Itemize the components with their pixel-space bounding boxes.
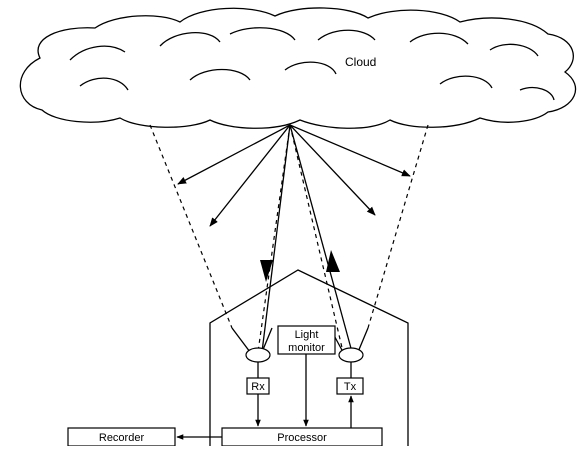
receive-arrowhead bbox=[260, 260, 273, 282]
receive-beam bbox=[260, 124, 291, 353]
processor-box: Processor bbox=[221, 427, 383, 447]
field-of-view-lines bbox=[149, 124, 429, 353]
recorder-box: Recorder bbox=[67, 427, 222, 447]
rx-label: Rx bbox=[251, 381, 265, 393]
recorder-label: Recorder bbox=[99, 432, 145, 444]
signal-connectors bbox=[255, 354, 354, 428]
light-monitor-label-line2: monitor bbox=[288, 342, 325, 354]
transmit-beam bbox=[289, 124, 353, 353]
tx-label: Tx bbox=[344, 381, 357, 393]
tx-box: Tx bbox=[336, 377, 364, 395]
rx-telescope bbox=[231, 327, 273, 378]
light-monitor-box: Light monitor bbox=[277, 325, 336, 355]
processor-label: Processor bbox=[277, 432, 327, 444]
light-monitor-label-line1: Light bbox=[295, 329, 319, 341]
transmit-arrowhead bbox=[326, 250, 340, 272]
cloud: Cloud bbox=[19, 7, 577, 129]
instrument-housing bbox=[209, 269, 409, 446]
cloud-label: Cloud bbox=[345, 55, 376, 69]
tx-telescope bbox=[329, 327, 369, 378]
rx-box: Rx bbox=[246, 377, 270, 395]
scatter-arrows bbox=[177, 124, 411, 227]
